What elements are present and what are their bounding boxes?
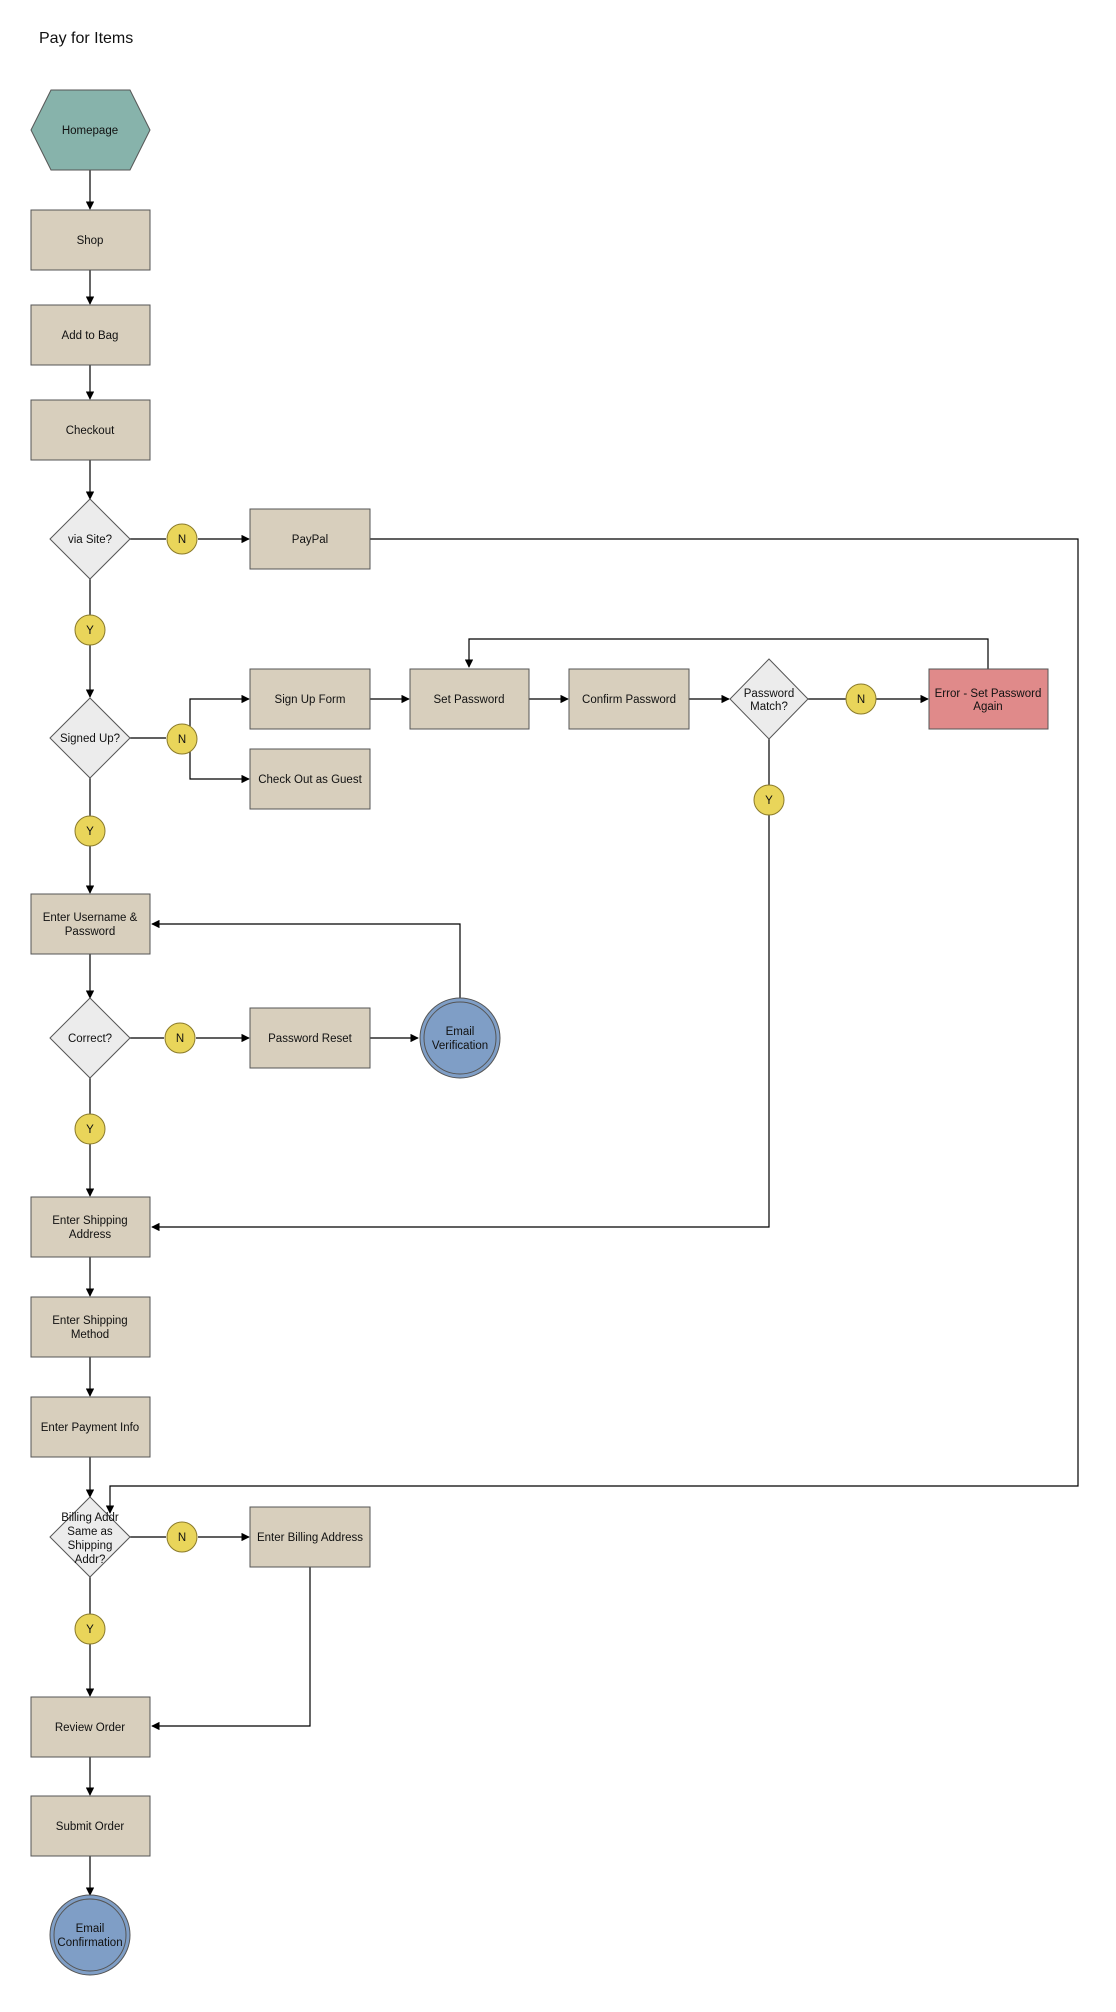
badge-no-via-site-label: N xyxy=(178,534,186,546)
node-shipping-address-line-1: Enter Shipping xyxy=(52,1215,127,1227)
node-enter-payment-info[interactable]: Enter Payment Info xyxy=(30,1396,151,1458)
badge-yes-correct: Y xyxy=(74,1113,106,1145)
decision-billing-line-2: Same as xyxy=(67,1526,113,1538)
decision-via-site[interactable]: via Site? xyxy=(49,498,131,580)
decision-password-match-line-2: Match? xyxy=(750,701,788,713)
node-error-line-2: Again xyxy=(973,701,1002,713)
node-checkout[interactable]: Checkout xyxy=(30,399,151,461)
node-email-confirmation-line-2: Confirmation xyxy=(57,1937,122,1949)
badge-no-via-site: N xyxy=(166,523,198,555)
connector-billingaddr-review xyxy=(151,1567,311,1731)
node-paypal-label: PayPal xyxy=(292,534,328,546)
node-email-verification[interactable]: Email Verification xyxy=(419,997,501,1079)
decision-billing-line-3: Shipping xyxy=(68,1540,113,1552)
decision-password-match[interactable]: Password Match? xyxy=(729,658,809,740)
node-checkout-label: Checkout xyxy=(66,425,115,437)
node-shop-label: Shop xyxy=(77,235,104,247)
node-shop[interactable]: Shop xyxy=(30,209,151,271)
decision-billing-same[interactable]: Billing Addr Same as Shipping Addr? xyxy=(49,1496,131,1578)
badge-yes-password-match: Y xyxy=(753,784,785,816)
connector-n-guest xyxy=(189,738,250,784)
node-billing-address-label: Enter Billing Address xyxy=(257,1532,363,1544)
connector-error-setpassword xyxy=(464,638,989,669)
node-sign-up-form[interactable]: Sign Up Form xyxy=(249,668,371,730)
connector-paypal-billing xyxy=(105,538,1079,1514)
decision-correct[interactable]: Correct? xyxy=(49,997,131,1079)
badge-yes-correct-label: Y xyxy=(86,1124,94,1136)
node-add-to-bag-label: Add to Bag xyxy=(62,330,119,342)
connector-n-signupform xyxy=(189,694,250,738)
node-error-set-password[interactable]: Error - Set Password Again xyxy=(928,668,1049,730)
node-enter-billing-address[interactable]: Enter Billing Address xyxy=(249,1506,371,1568)
node-shipping-method-line-1: Enter Shipping xyxy=(52,1315,127,1327)
node-check-out-guest-label: Check Out as Guest xyxy=(258,774,362,786)
badge-no-correct: N xyxy=(164,1022,196,1054)
badge-yes-billing-label: Y xyxy=(86,1624,94,1636)
node-error-line-1: Error - Set Password xyxy=(935,688,1042,700)
node-review-order[interactable]: Review Order xyxy=(30,1696,151,1758)
badge-no-password-match: N xyxy=(845,683,877,715)
node-check-out-guest[interactable]: Check Out as Guest xyxy=(249,748,371,810)
node-shipping-address-line-2: Address xyxy=(69,1229,111,1241)
badge-no-billing: N xyxy=(166,1521,198,1553)
connector-email-username xyxy=(151,919,461,998)
badge-yes-signed-up-label: Y xyxy=(86,826,94,838)
node-add-to-bag[interactable]: Add to Bag xyxy=(30,304,151,366)
node-password-reset[interactable]: Password Reset xyxy=(249,1007,371,1069)
node-email-verification-line-2: Verification xyxy=(432,1040,488,1052)
node-password-reset-label: Password Reset xyxy=(268,1033,353,1045)
badges: N Y N Y N Y N Y xyxy=(74,523,877,1645)
decision-correct-label: Correct? xyxy=(68,1033,112,1045)
node-paypal[interactable]: PayPal xyxy=(249,508,371,570)
decision-via-site-label: via Site? xyxy=(68,534,112,546)
node-sign-up-form-label: Sign Up Form xyxy=(275,694,346,706)
badge-yes-via-site-label: Y xyxy=(86,625,94,637)
connectors xyxy=(85,170,1079,1896)
decision-signed-up[interactable]: Signed Up? xyxy=(49,697,131,779)
node-email-confirmation-line-1: Email xyxy=(76,1923,105,1935)
badge-no-signed-up-label: N xyxy=(178,734,186,746)
node-enter-shipping-method[interactable]: Enter Shipping Method xyxy=(30,1296,151,1358)
node-enter-shipping-address[interactable]: Enter Shipping Address xyxy=(30,1196,151,1258)
node-shipping-method-line-2: Method xyxy=(71,1329,109,1341)
badge-yes-billing: Y xyxy=(74,1613,106,1645)
badge-no-billing-label: N xyxy=(178,1532,186,1544)
node-email-confirmation[interactable]: Email Confirmation xyxy=(49,1894,131,1976)
badge-yes-signed-up: Y xyxy=(74,815,106,847)
diagram-title: Pay for Items xyxy=(39,30,134,47)
node-email-verification-line-1: Email xyxy=(446,1026,475,1038)
badge-no-signed-up: N xyxy=(166,723,198,755)
badge-no-correct-label: N xyxy=(176,1033,184,1045)
node-enter-username[interactable]: Enter Username & Password xyxy=(30,893,151,955)
node-homepage-label: Homepage xyxy=(62,125,118,137)
node-homepage[interactable]: Homepage xyxy=(30,89,151,171)
decision-password-match-line-1: Password xyxy=(744,688,795,700)
node-submit-order[interactable]: Submit Order xyxy=(30,1795,151,1857)
node-confirm-password[interactable]: Confirm Password xyxy=(568,668,690,730)
decision-billing-line-1: Billing Addr xyxy=(61,1512,119,1524)
badge-no-password-match-label: N xyxy=(857,694,865,706)
node-set-password-label: Set Password xyxy=(434,694,505,706)
nodes: Homepage Shop Add to Bag Checkout via Si… xyxy=(30,89,1049,1976)
node-payment-info-label: Enter Payment Info xyxy=(41,1422,139,1434)
badge-yes-via-site: Y xyxy=(74,614,106,646)
node-submit-order-label: Submit Order xyxy=(56,1821,125,1833)
node-review-order-label: Review Order xyxy=(55,1722,125,1734)
connector-y-shipaddr-long xyxy=(151,815,770,1232)
decision-signed-up-label: Signed Up? xyxy=(60,733,120,745)
badge-yes-password-match-label: Y xyxy=(765,795,773,807)
node-set-password[interactable]: Set Password xyxy=(409,668,530,730)
node-confirm-password-label: Confirm Password xyxy=(582,694,676,706)
node-enter-username-line-1: Enter Username & xyxy=(43,912,138,924)
decision-billing-line-4: Addr? xyxy=(75,1554,106,1566)
node-enter-username-line-2: Password xyxy=(65,926,116,938)
